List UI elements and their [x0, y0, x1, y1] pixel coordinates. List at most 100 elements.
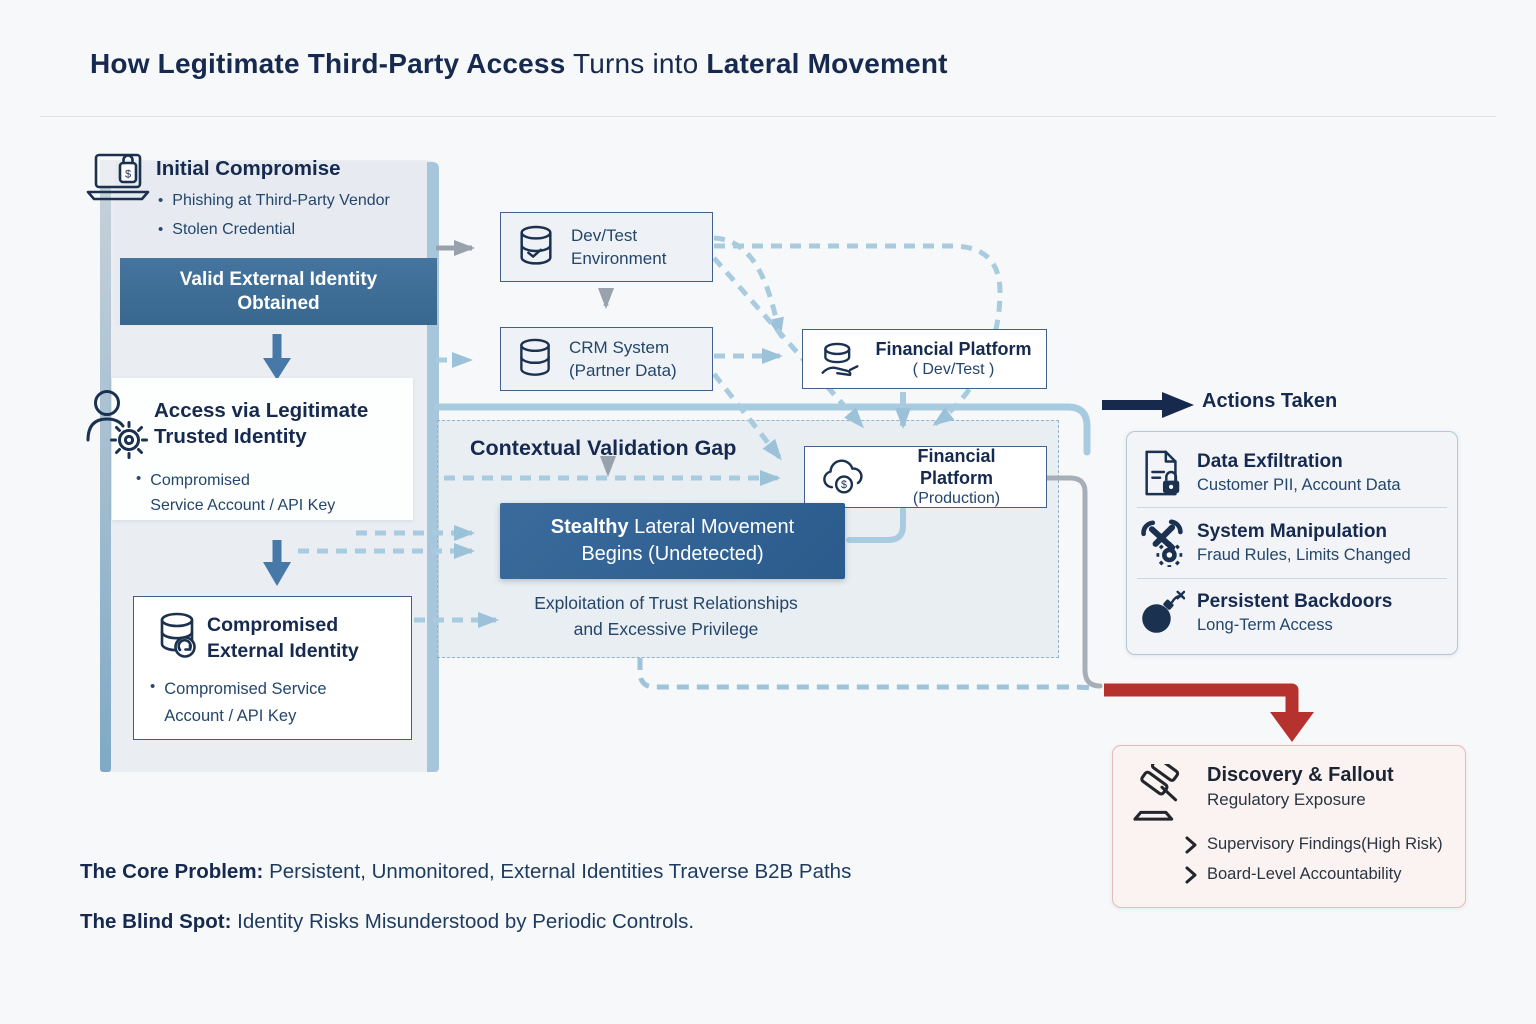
- discovery-header: Discovery & Fallout Regulatory Exposure: [1133, 762, 1451, 824]
- fpdev-content: Financial Platform ( Dev/Test ): [817, 338, 1032, 380]
- red-fallout-arrow: [1104, 683, 1314, 742]
- core-problem-text: Persistent, Unmonitored, External Identi…: [263, 860, 852, 883]
- action-title: System Manipulation: [1197, 520, 1388, 542]
- action-item-persistent-backdoors: Persistent Backdoors Long-Term Access: [1137, 577, 1447, 648]
- chevron-right-icon: [1185, 836, 1197, 853]
- action-item-data-exfiltration: Data Exfiltration Customer PII, Account …: [1137, 438, 1447, 507]
- financial-platform-devtest-box: Financial Platform ( Dev/Test ): [802, 329, 1047, 389]
- fpdev-label: Financial Platform ( Dev/Test ): [875, 338, 1031, 380]
- exploitation-line1: Exploitation of Trust Relationships: [534, 593, 798, 613]
- access-bullet-line2: Service Account / API Key: [150, 497, 336, 514]
- svg-text:$: $: [841, 479, 847, 491]
- crm-system-box: CRM System (Partner Data): [500, 327, 713, 391]
- left-flow-bar: [100, 186, 111, 772]
- blind-spot-label: The Blind Spot:: [80, 910, 232, 933]
- initial-compromise-bullet-2: • Stolen Credential: [158, 219, 295, 241]
- person-gear-icon: [86, 390, 148, 459]
- database-alert-icon: [160, 612, 196, 658]
- bottom-escape-path: [637, 658, 1093, 691]
- action-subtitle: Long-Term Access: [1197, 616, 1333, 635]
- title-bold-2: Lateral Movement: [706, 48, 948, 79]
- crm-line2: (Partner Data): [569, 361, 677, 380]
- bullet-text: Stolen Credential: [172, 221, 296, 238]
- bullet-text: Compromised Service Account / API Key: [164, 676, 326, 730]
- cei-bullet-line2: Account / API Key: [164, 707, 297, 725]
- actions-taken-heading: Actions Taken: [1202, 390, 1338, 412]
- stealthy-lateral-movement-box: Stealthy Lateral Movement Begins (Undete…: [500, 503, 845, 579]
- bullet-dot: •: [158, 192, 164, 209]
- bullet-dot: •: [150, 678, 156, 695]
- title-divider: [40, 116, 1496, 117]
- discovery-item-1: Supervisory Findings(High Risk): [1185, 835, 1451, 854]
- bomb-icon: [1142, 590, 1185, 634]
- cei-heading-line2: External Identity: [207, 640, 359, 662]
- blind-spot-line: The Blind Spot: Identity Risks Misunders…: [80, 910, 694, 934]
- action-title: Persistent Backdoors: [1197, 591, 1393, 613]
- compromised-identity-box: [133, 596, 412, 740]
- bullet-text: Phishing at Third-Party Vendor: [172, 192, 390, 209]
- title-bold-1: How Legitimate Third-Party Access: [90, 48, 566, 79]
- bullet-text: Compromised Service Account / API Key: [150, 468, 335, 518]
- access-identity-box: [112, 378, 413, 520]
- initial-compromise-heading: Initial Compromise: [156, 157, 341, 180]
- core-problem-label: The Core Problem:: [80, 860, 264, 883]
- bullet-dot: •: [136, 470, 142, 487]
- title-mid: Turns into: [565, 48, 707, 79]
- blind-spot-text: Identity Risks Misunderstood by Periodic…: [231, 910, 695, 933]
- crm-label: CRM System (Partner Data): [569, 336, 677, 382]
- access-identity-bullet: • Compromised Service Account / API Key: [136, 468, 335, 518]
- devtest-line2: Environment: [571, 249, 667, 268]
- compromised-identity-heading: Compromised External Identity: [207, 612, 359, 664]
- compromised-laptop-icon: $: [86, 153, 150, 201]
- gavel-icon: [1133, 764, 1180, 821]
- page-title: How Legitimate Third-Party Access Turns …: [90, 48, 948, 80]
- discovery-fallout-box: Discovery & Fallout Regulatory Exposure …: [1112, 745, 1466, 908]
- valid-identity-line1: Valid External Identity: [179, 268, 378, 290]
- action-item-text: Persistent Backdoors Long-Term Access: [1197, 590, 1392, 636]
- stealthy-rest: Lateral Movement: [628, 516, 795, 538]
- exploitation-text: Exploitation of Trust Relationships and …: [470, 590, 862, 642]
- bullet-dot: •: [158, 221, 164, 238]
- access-heading-line1: Access via Legitimate: [154, 399, 369, 422]
- actions-taken-box: Data Exfiltration Customer PII, Account …: [1126, 431, 1458, 655]
- action-subtitle: Customer PII, Account Data: [1197, 475, 1401, 494]
- fpprod-label: Financial Platform (Production): [881, 445, 1032, 509]
- compromised-identity-bullet: • Compromised Service Account / API Key: [150, 676, 327, 730]
- cei-bullet-line1: Compromised Service: [164, 680, 327, 698]
- action-item-system-manipulation: System Manipulation Fraud Rules, Limits …: [1137, 507, 1447, 577]
- valid-identity-box: Valid External Identity Obtained: [120, 258, 437, 325]
- core-problem-line: The Core Problem: Persistent, Unmonitore…: [80, 860, 851, 884]
- actions-arrow: [1102, 392, 1194, 418]
- discovery-item-text: Board-Level Accountability: [1207, 865, 1402, 883]
- discovery-heading: Discovery & Fallout: [1207, 764, 1394, 786]
- financial-platform-production-box: $ Financial Platform (Production): [804, 446, 1047, 508]
- database-icon: [520, 225, 552, 265]
- devtest-environment-box: Dev/Test Environment: [500, 212, 713, 282]
- action-item-text: Data Exfiltration Customer PII, Account …: [1197, 450, 1401, 496]
- devtest-label: Dev/Test Environment: [571, 224, 666, 270]
- fpdev-line1: Financial Platform: [875, 339, 1032, 359]
- discovery-item-text: Supervisory Findings(High Risk): [1207, 835, 1443, 853]
- cloud-dollar-icon: $: [823, 459, 863, 494]
- action-item-text: System Manipulation Fraud Rules, Limits …: [1197, 520, 1411, 566]
- discovery-item-2: Board-Level Accountability: [1185, 865, 1451, 884]
- action-subtitle: Fraud Rules, Limits Changed: [1197, 545, 1411, 564]
- access-identity-heading: Access via Legitimate Trusted Identity: [154, 398, 368, 450]
- stealthy-bold: Stealthy: [550, 516, 629, 538]
- fpprod-line2: (Production): [912, 490, 1001, 507]
- fpdev-line2: ( Dev/Test ): [912, 361, 995, 378]
- chevron-right-icon: [1185, 866, 1197, 883]
- database-icon: [520, 338, 550, 376]
- valid-identity-line2: Obtained: [237, 292, 320, 314]
- fpprod-line1: Financial Platform: [917, 446, 996, 488]
- discovery-subtitle: Regulatory Exposure: [1207, 790, 1366, 809]
- access-bullet-line1: Compromised: [150, 472, 250, 489]
- wrench-gear-icon: [1141, 519, 1183, 567]
- svg-text:$: $: [125, 169, 131, 181]
- stealthy-line2: Begins (Undetected): [581, 543, 764, 565]
- fpprod-content: $ Financial Platform (Production): [819, 445, 1032, 509]
- arrow-devtest-fpdev: [713, 235, 784, 339]
- exploitation-line2: and Excessive Privilege: [573, 619, 759, 639]
- discovery-text: Discovery & Fallout Regulatory Exposure: [1207, 762, 1394, 812]
